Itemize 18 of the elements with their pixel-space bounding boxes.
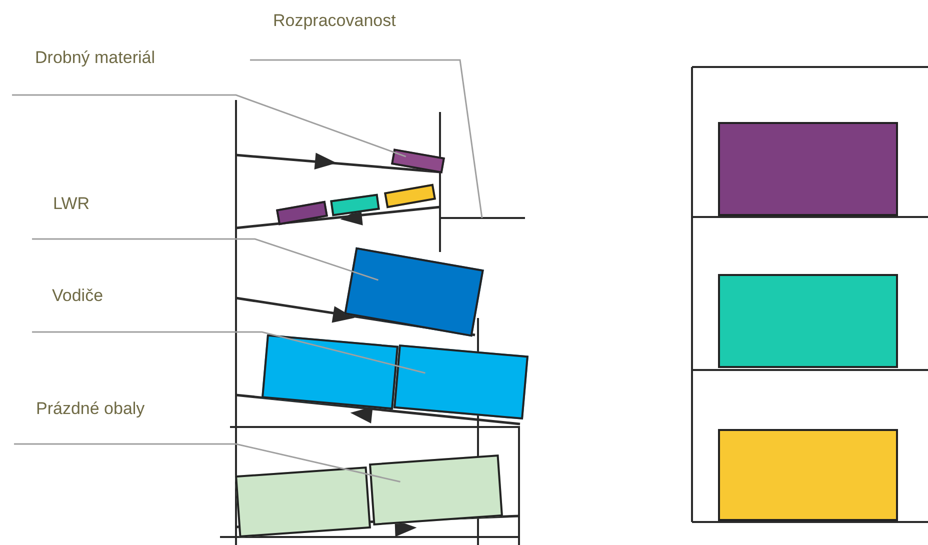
crate-box xyxy=(718,274,898,368)
crate-box xyxy=(330,194,380,216)
crate-box xyxy=(391,148,445,174)
crate-box xyxy=(718,429,898,521)
leader-line xyxy=(32,331,426,374)
crate-box xyxy=(235,466,371,538)
part-label: Prázdné obaly xyxy=(36,399,145,419)
part-label: Vodiče xyxy=(52,286,104,306)
crate-box xyxy=(384,184,436,208)
leader-line xyxy=(14,443,400,483)
crate-box xyxy=(276,200,328,226)
crate-box xyxy=(718,122,898,216)
part-label: LWR xyxy=(53,194,90,214)
leader-line xyxy=(32,238,378,281)
part-label: Rozpracovanost xyxy=(273,11,396,31)
leader-line xyxy=(250,59,483,218)
part-label: Drobný materiál xyxy=(35,48,155,68)
leader-line xyxy=(12,94,406,158)
